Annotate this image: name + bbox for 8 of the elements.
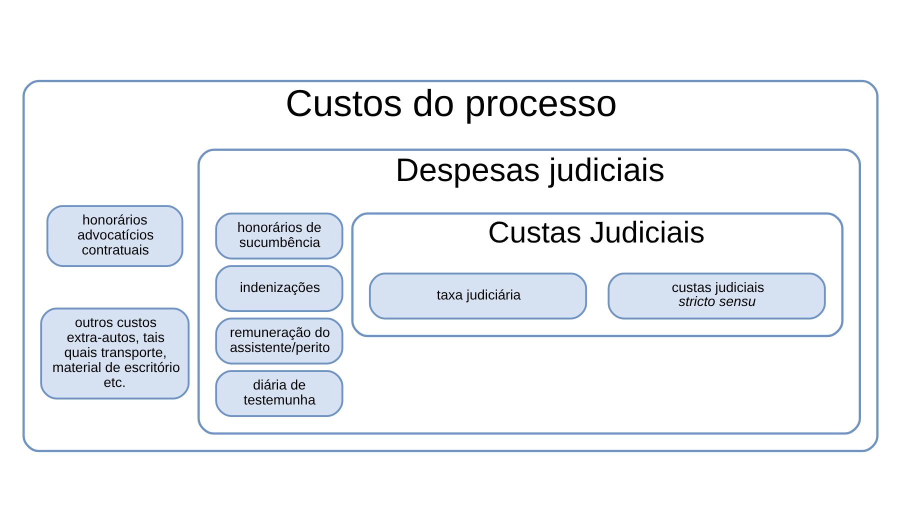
node-box: custas judiciais stricto sensu xyxy=(608,272,826,320)
node-box: remuneração do assistente/perito xyxy=(215,318,344,364)
node-box: outros custos extra-autos, tais quais transporte, material de escritório etc. xyxy=(40,308,190,400)
node-box: taxa judiciária xyxy=(368,272,588,320)
node-box: honorários de sucumbência xyxy=(215,212,344,260)
node-box: diária de testemunha xyxy=(215,370,344,417)
node-box: indenizações xyxy=(215,265,344,312)
node-box: honorários advocatícios contratuais xyxy=(46,205,184,267)
